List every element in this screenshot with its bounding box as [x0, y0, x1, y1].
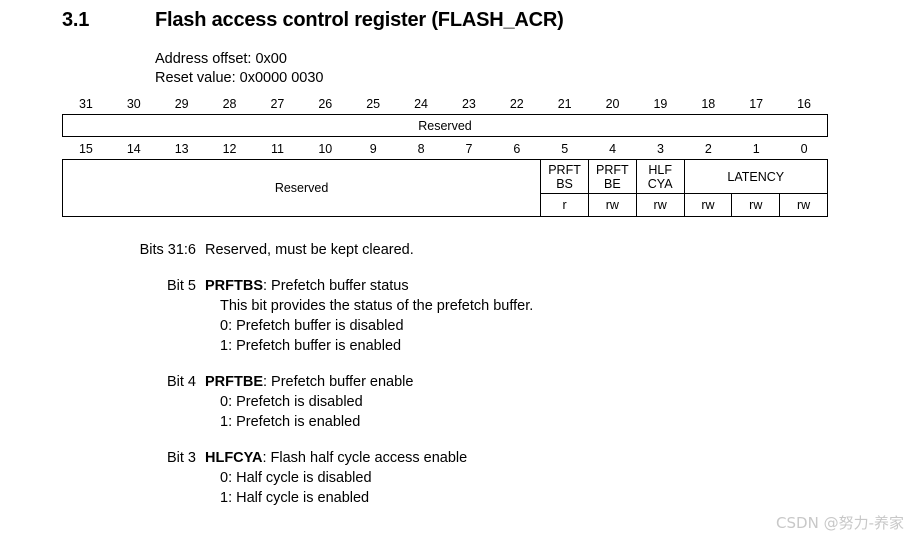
access-latency-bit1: rw	[731, 193, 781, 217]
bit-number-5: 5	[561, 142, 569, 156]
bit-range-label: Bit 3	[166, 450, 196, 466]
register-table-low: Reserved PRFT BS PRFT BE HLF CYA LATENCY…	[61, 159, 829, 217]
bit-description-line: 0: Prefetch is disabled	[220, 394, 363, 410]
bit-number-10: 10	[318, 142, 333, 156]
watermark: CSDN @努力-养家	[776, 514, 904, 532]
bit-field-name: HLFCYA	[205, 450, 263, 466]
bit-description-group: Bits 31:6 Reserved, must be kept cleared.	[62, 240, 862, 260]
bit-description-line: 1: Half cycle is enabled	[220, 490, 370, 506]
bit-description-title: HLFCYA: Flash half cycle access enable	[205, 450, 468, 466]
bit-number-15: 15	[78, 142, 93, 156]
bit-description-body: PRFTBE: Prefetch buffer enable 0: Prefetc…	[205, 372, 862, 432]
reserved-cell-high: Reserved	[62, 114, 828, 137]
bit-number-30: 30	[126, 97, 141, 111]
bit-number-18: 18	[701, 97, 716, 111]
field-name-prftbs: PRFT BS	[540, 159, 589, 194]
bit-numbers-high: 31 30 29 28 27 26 25 24 23 22 21 20 19 18 17 16	[62, 94, 828, 114]
bit-number-1: 1	[752, 142, 760, 156]
field-hlfcya-line2: CYA	[647, 176, 673, 191]
bit-number-4: 4	[609, 142, 617, 156]
reset-value: Reset value: 0x0000 0030	[155, 70, 324, 86]
bit-description-line: 1: Prefetch buffer is enabled	[220, 338, 402, 354]
bit-number-17: 17	[749, 97, 764, 111]
field-prftbe-line2: BE	[604, 176, 621, 191]
bit-descriptions: Bits 31:6 Reserved, must be kept cleared.…	[62, 240, 862, 508]
bit-number-22: 22	[509, 97, 524, 111]
bit-number-20: 20	[605, 97, 620, 111]
bit-range-label: Bit 5	[166, 278, 196, 294]
bit-number-24: 24	[414, 97, 429, 111]
bit-number-0: 0	[800, 142, 808, 156]
bit-number-12: 12	[222, 142, 237, 156]
bit-description-line: This bit provides the status of the pref…	[220, 298, 534, 314]
field-name-hlfcya: HLF CYA	[635, 159, 685, 194]
bit-number-6: 6	[513, 142, 521, 156]
bit-description-line: 0: Half cycle is disabled	[220, 470, 372, 486]
field-prftbs-line2: BS	[556, 176, 573, 191]
bit-description-title: PRFTBS: Prefetch buffer status	[205, 278, 409, 294]
bit-number-26: 26	[318, 97, 333, 111]
bit-number-16: 16	[797, 97, 812, 111]
bit-number-7: 7	[465, 142, 473, 156]
page-heading: 3.1 Flash access control register (FLASH…	[62, 9, 882, 32]
bit-number-11: 11	[270, 142, 284, 156]
bit-description-line: 1: Prefetch is enabled	[220, 414, 361, 430]
field-prftbe-line1: PRFT	[596, 162, 629, 177]
bit-description-group: Bit 3 HLFCYA: Flash half cycle access ena…	[62, 448, 862, 508]
bit-number-25: 25	[366, 97, 381, 111]
bit-number-3: 3	[656, 142, 664, 156]
field-prftbs-line1: PRFT	[548, 162, 581, 177]
register-meta: Address offset: 0x00 Reset value: 0x0000…	[155, 50, 324, 88]
bit-description-title: Reserved, must be kept cleared.	[205, 242, 414, 258]
address-offset: Address offset: 0x00	[155, 51, 287, 67]
access-prftbe: rw	[587, 193, 637, 217]
bit-number-8: 8	[417, 142, 425, 156]
bit-description-body: HLFCYA: Flash half cycle access enable 0:…	[205, 448, 862, 508]
access-latency-bit0: rw	[779, 193, 828, 217]
field-hlfcya-line1: HLF	[648, 162, 672, 177]
bit-field-name: PRFTBS	[205, 278, 263, 294]
bit-number-14: 14	[126, 142, 141, 156]
page-title: Flash access control register (FLASH_ACR…	[155, 9, 564, 31]
bit-number-29: 29	[174, 97, 189, 111]
field-name-prftbe: PRFT BE	[587, 159, 637, 194]
bit-number-19: 19	[653, 97, 668, 111]
bit-field-name: PRFTBE	[205, 374, 263, 390]
section-number: 3.1	[62, 9, 90, 31]
bit-number-13: 13	[174, 142, 189, 156]
bit-number-28: 28	[222, 97, 237, 111]
bit-description-title: PRFTBE: Prefetch buffer enable	[205, 374, 414, 390]
access-prftbs: r	[540, 193, 589, 217]
bit-description-line: 0: Prefetch buffer is disabled	[220, 318, 404, 334]
bit-description-group: Bit 4 PRFTBE: Prefetch buffer enable 0: Pr…	[62, 372, 862, 432]
bit-range-label: Bit 4	[166, 374, 196, 390]
bit-number-2: 2	[704, 142, 712, 156]
bit-description-body: Reserved, must be kept cleared.	[205, 240, 862, 260]
reserved-cell-low: Reserved	[61, 159, 542, 217]
register-table-high: Reserved	[62, 114, 828, 137]
field-name-latency: LATENCY	[683, 159, 829, 194]
access-latency-bit2: rw	[683, 193, 733, 217]
access-hlfcya: rw	[635, 193, 685, 217]
bit-number-27: 27	[270, 97, 285, 111]
bit-number-31: 31	[78, 97, 93, 111]
bit-range-label: Bits 31:6	[139, 242, 196, 258]
bit-number-9: 9	[369, 142, 377, 156]
bit-number-23: 23	[461, 97, 476, 111]
bit-number-21: 21	[557, 97, 572, 111]
